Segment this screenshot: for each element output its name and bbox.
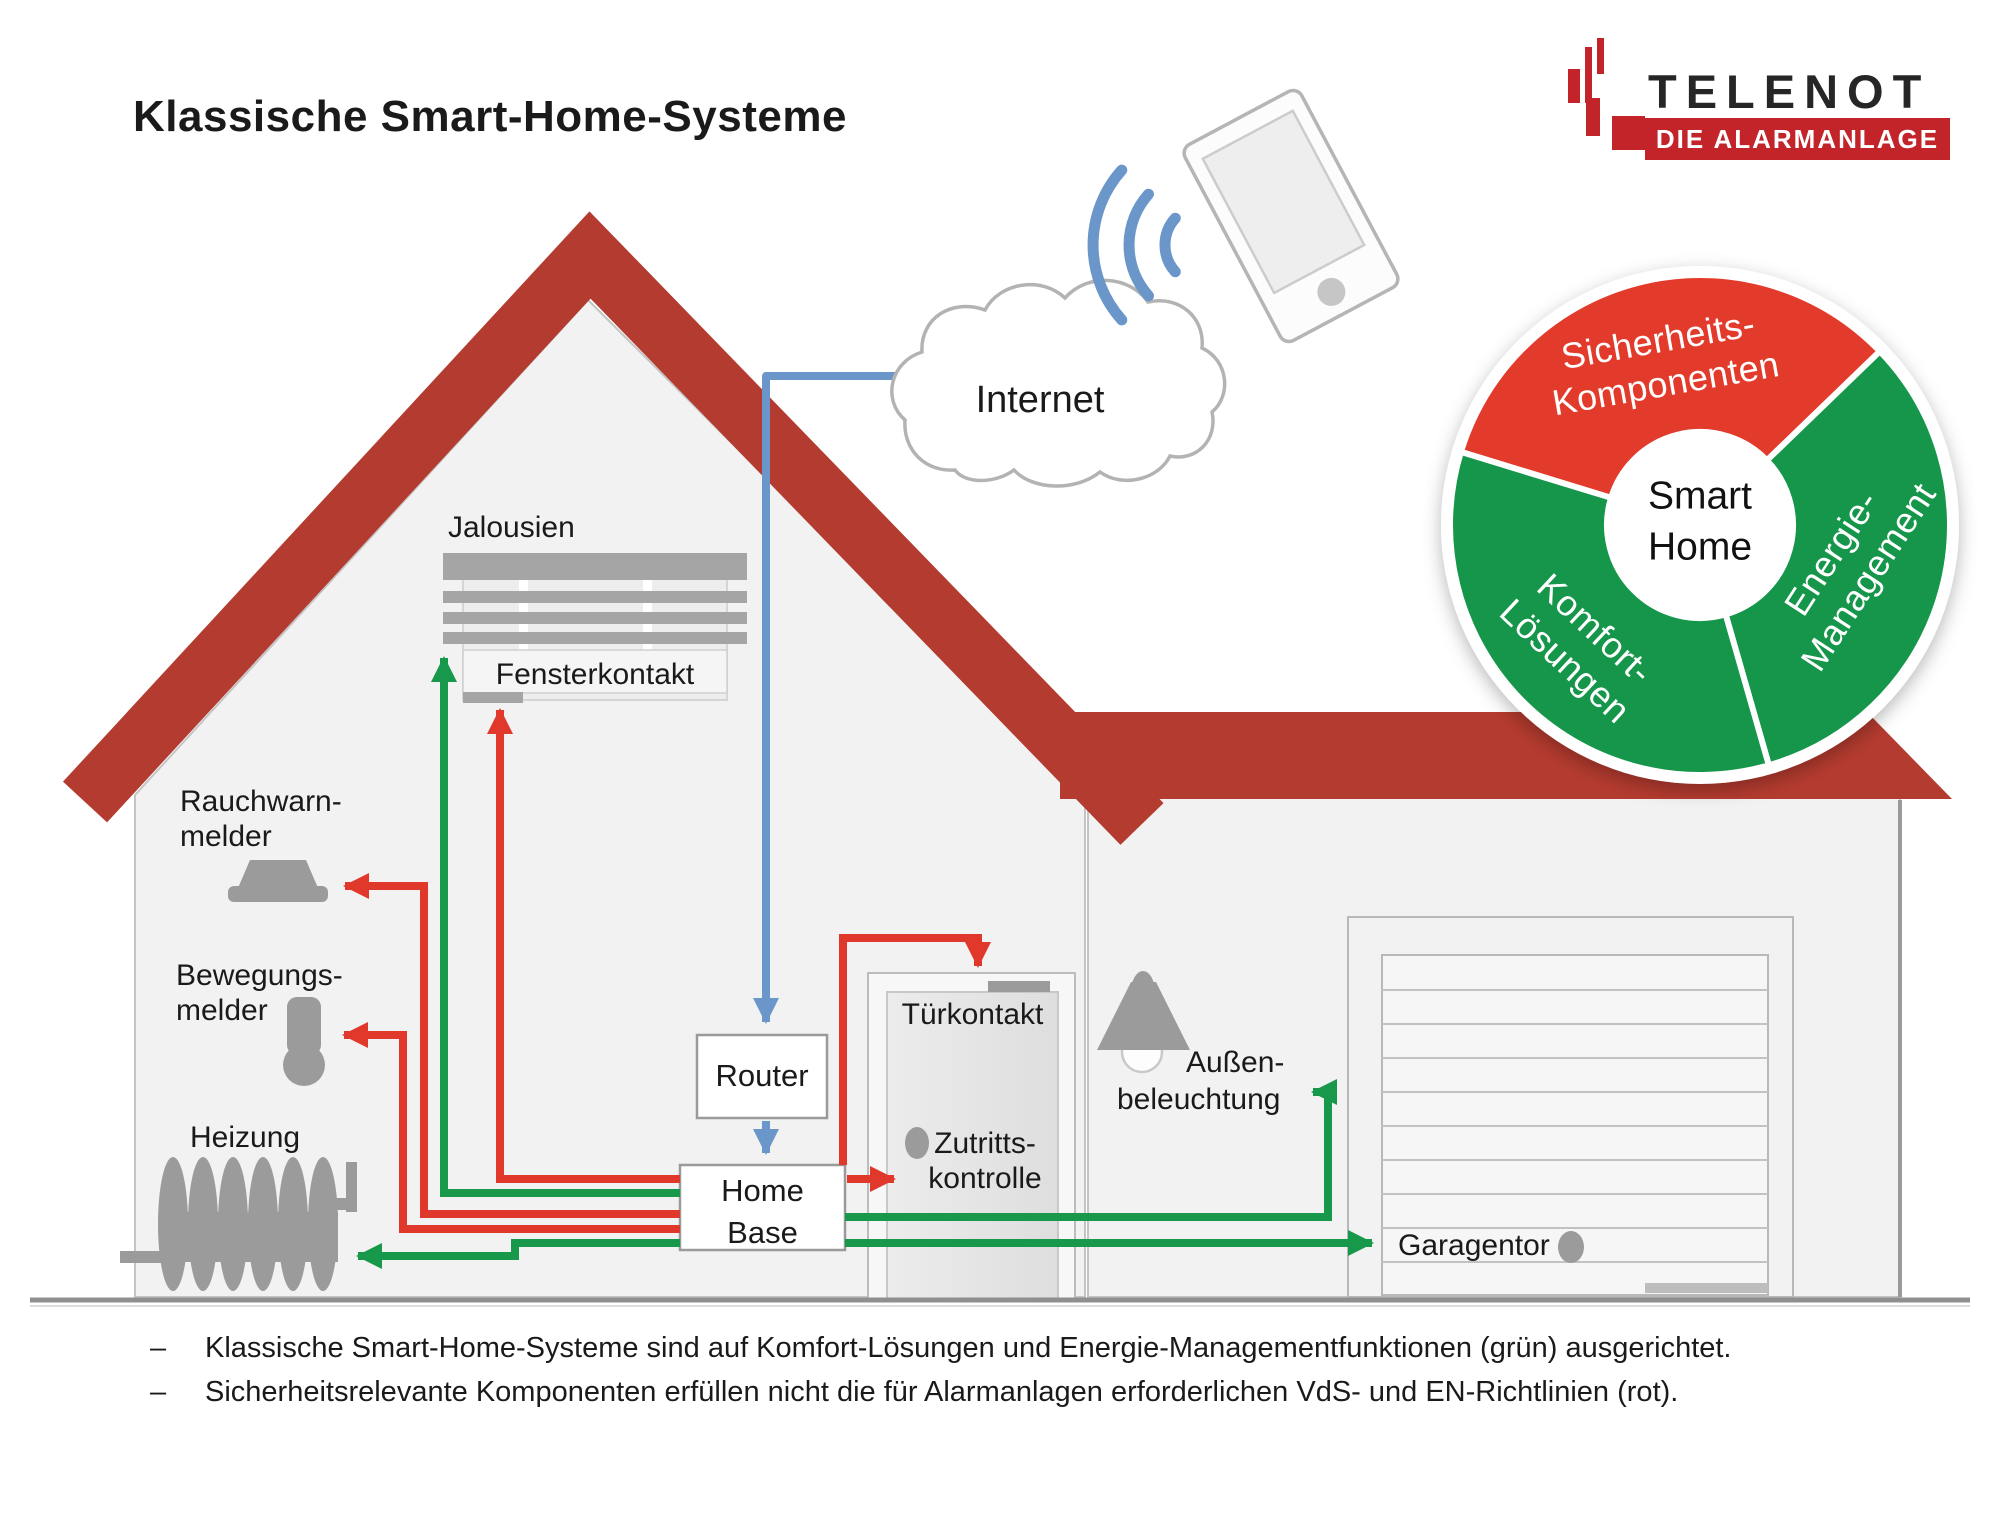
label-internet: Internet — [975, 379, 1105, 421]
link-fensterkontakt — [487, 708, 680, 1183]
router-label: Router — [715, 1058, 809, 1093]
bullet-dash: – — [150, 1332, 167, 1364]
donut-segments — [1447, 272, 1953, 778]
label-bewegungsmelder: Bewegungs- melder — [176, 959, 343, 1028]
logo-mark-icon — [1612, 116, 1645, 150]
donut-chart — [1441, 266, 1959, 784]
logo-mark-icon — [1586, 98, 1600, 136]
router-box — [695, 1033, 829, 1120]
door-knob-icon — [905, 1127, 929, 1159]
link-tuerkontakt — [839, 934, 991, 1165]
bullet-text: Sicherheitsrelevante Komponenten erfülle… — [205, 1376, 1679, 1408]
logo-mark-icon — [1568, 69, 1580, 103]
donut-hole — [1607, 432, 1793, 618]
internet-cloud — [890, 278, 1227, 488]
bullet-text: Klassische Smart-Home-Systeme sind auf K… — [205, 1332, 1732, 1364]
label-rauchwarnmelder: Rauchwarn- melder — [180, 785, 342, 854]
link-heizung — [356, 1239, 680, 1269]
radiator-icon — [120, 1157, 357, 1291]
label-heizung: Heizung — [190, 1121, 301, 1154]
label-aussenbeleuchtung-line1: Außen- — [1186, 1046, 1285, 1079]
lamp-icon — [1097, 971, 1190, 1074]
window-blinds-icon — [443, 553, 747, 703]
link-rauchwarnmelder — [343, 873, 680, 1218]
donut-center-label: Smart Home — [1647, 474, 1753, 568]
garage-door — [1381, 954, 1769, 1296]
label-jalousien: Jalousien — [448, 511, 575, 544]
link-jalousien — [431, 656, 680, 1197]
bullet-dash: – — [150, 1376, 167, 1408]
summary-bullets: – Klassische Smart-Home-Systeme sind auf… — [150, 1332, 1732, 1420]
link-bewegungsmelder — [342, 1022, 680, 1233]
wifi-icon — [1087, 164, 1181, 326]
label-fensterkontakt: Fensterkontakt — [495, 658, 695, 691]
garage-knob-icon — [1558, 1231, 1584, 1263]
window-contact-icon — [463, 692, 523, 703]
motion-detector-icon — [283, 997, 325, 1086]
logo-tagline: DIE ALARMANLAGE — [1645, 118, 1950, 160]
link-aussenbeleuchtung — [845, 1079, 1337, 1221]
label-tuerkontakt: Türkontakt — [901, 998, 1044, 1031]
fensterkontakt-box — [462, 649, 728, 694]
roof-gable — [62, 211, 1164, 845]
door-contact-icon — [988, 981, 1050, 992]
logo-brand: TELENOT — [1648, 65, 1931, 118]
label-aussenbeleuchtung-line2: beleuchtung — [1117, 1083, 1281, 1116]
donut-segment-2 — [1447, 448, 1772, 778]
bullet-item: – Sicherheitsrelevante Komponenten erfül… — [150, 1376, 1732, 1409]
logo-mark-icon — [1585, 47, 1592, 103]
home-base-label: Home Base — [721, 1173, 804, 1250]
logo-mark-icon — [1597, 38, 1604, 74]
smoke-detector-icon — [228, 860, 328, 902]
bullet-item: – Klassische Smart-Home-Systeme sind auf… — [150, 1332, 1732, 1365]
smartphone-icon — [1182, 88, 1400, 344]
link-internet-to-router — [753, 372, 915, 1024]
page-title: Klassische Smart-Home-Systeme — [133, 92, 847, 141]
label-garagentor: Garagentor — [1398, 1229, 1550, 1262]
label-zutrittskontrolle: Zutritts- kontrolle — [928, 1127, 1042, 1196]
home-base-box — [678, 1163, 847, 1252]
